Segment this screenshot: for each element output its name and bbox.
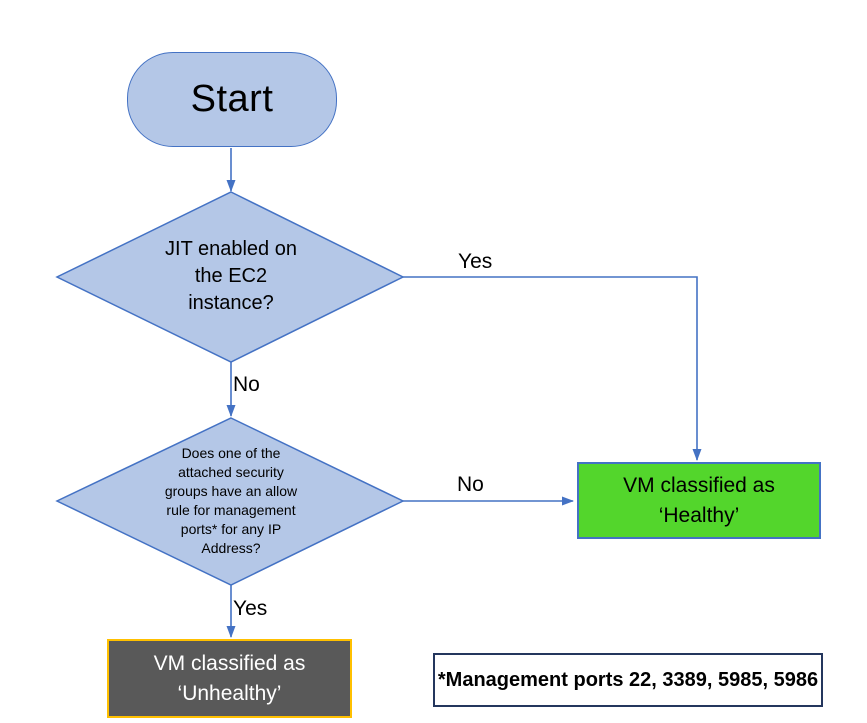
text-line: rule for management xyxy=(166,502,296,518)
unhealthy-result-box: VM classified as ‘Unhealthy’ xyxy=(107,639,352,718)
decision-jit-label: JIT enabled on the EC2 instance? xyxy=(136,236,326,317)
healthy-result-box: VM classified as ‘Healthy’ xyxy=(577,462,821,539)
text-line: ‘Healthy’ xyxy=(658,503,740,527)
edge-label-jit-no: No xyxy=(233,373,260,396)
text-line: ports* for any IP xyxy=(180,521,282,537)
text-line: ‘Unhealthy’ xyxy=(177,681,282,705)
decision-jit-diamond xyxy=(55,191,405,363)
text-line: groups have an allow xyxy=(164,483,298,499)
decision-sg-diamond xyxy=(55,417,405,586)
note-text: *Management ports 22, 3389, 5985, 5986 xyxy=(437,668,819,691)
start-label: Start xyxy=(190,78,274,120)
text-line: the EC2 xyxy=(194,265,268,287)
start-node: Start xyxy=(127,52,337,147)
text-line: instance? xyxy=(188,292,274,314)
text-line: VM classified as xyxy=(153,651,306,675)
connector-jit-yes-to-healthy xyxy=(403,276,702,461)
text-line: Does one of the xyxy=(181,445,281,461)
edge-label-sg-yes: Yes xyxy=(233,597,268,620)
text-line: VM classified as xyxy=(623,473,775,497)
text-line: attached security xyxy=(178,464,284,480)
edge-label-jit-yes: Yes xyxy=(458,250,493,273)
text-line: Address? xyxy=(201,540,261,556)
edge-label-sg-no: No xyxy=(457,473,484,496)
management-ports-note-box: *Management ports 22, 3389, 5985, 5986 xyxy=(433,653,823,707)
text-line: JIT enabled on xyxy=(165,238,297,260)
decision-sg-label: Does one of the attached security groups… xyxy=(131,444,331,558)
